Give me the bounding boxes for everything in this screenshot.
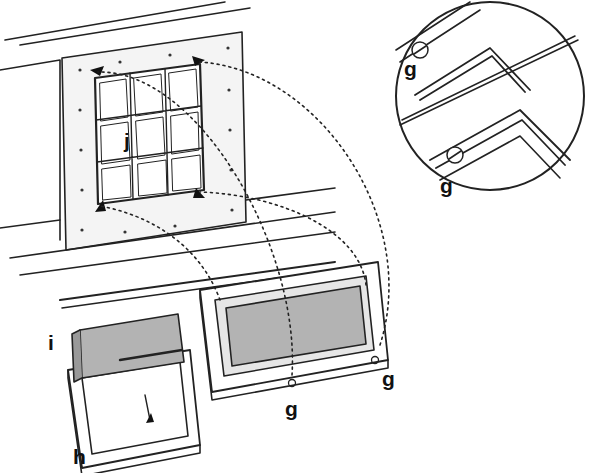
- part-letter: h: [73, 446, 86, 467]
- part-letter: g: [382, 368, 395, 389]
- part-letter: g: [285, 398, 298, 419]
- part-letter: g: [440, 175, 453, 196]
- part-letter: g: [404, 58, 417, 79]
- part-letter: j: [124, 130, 130, 151]
- part-letter: i: [48, 332, 54, 353]
